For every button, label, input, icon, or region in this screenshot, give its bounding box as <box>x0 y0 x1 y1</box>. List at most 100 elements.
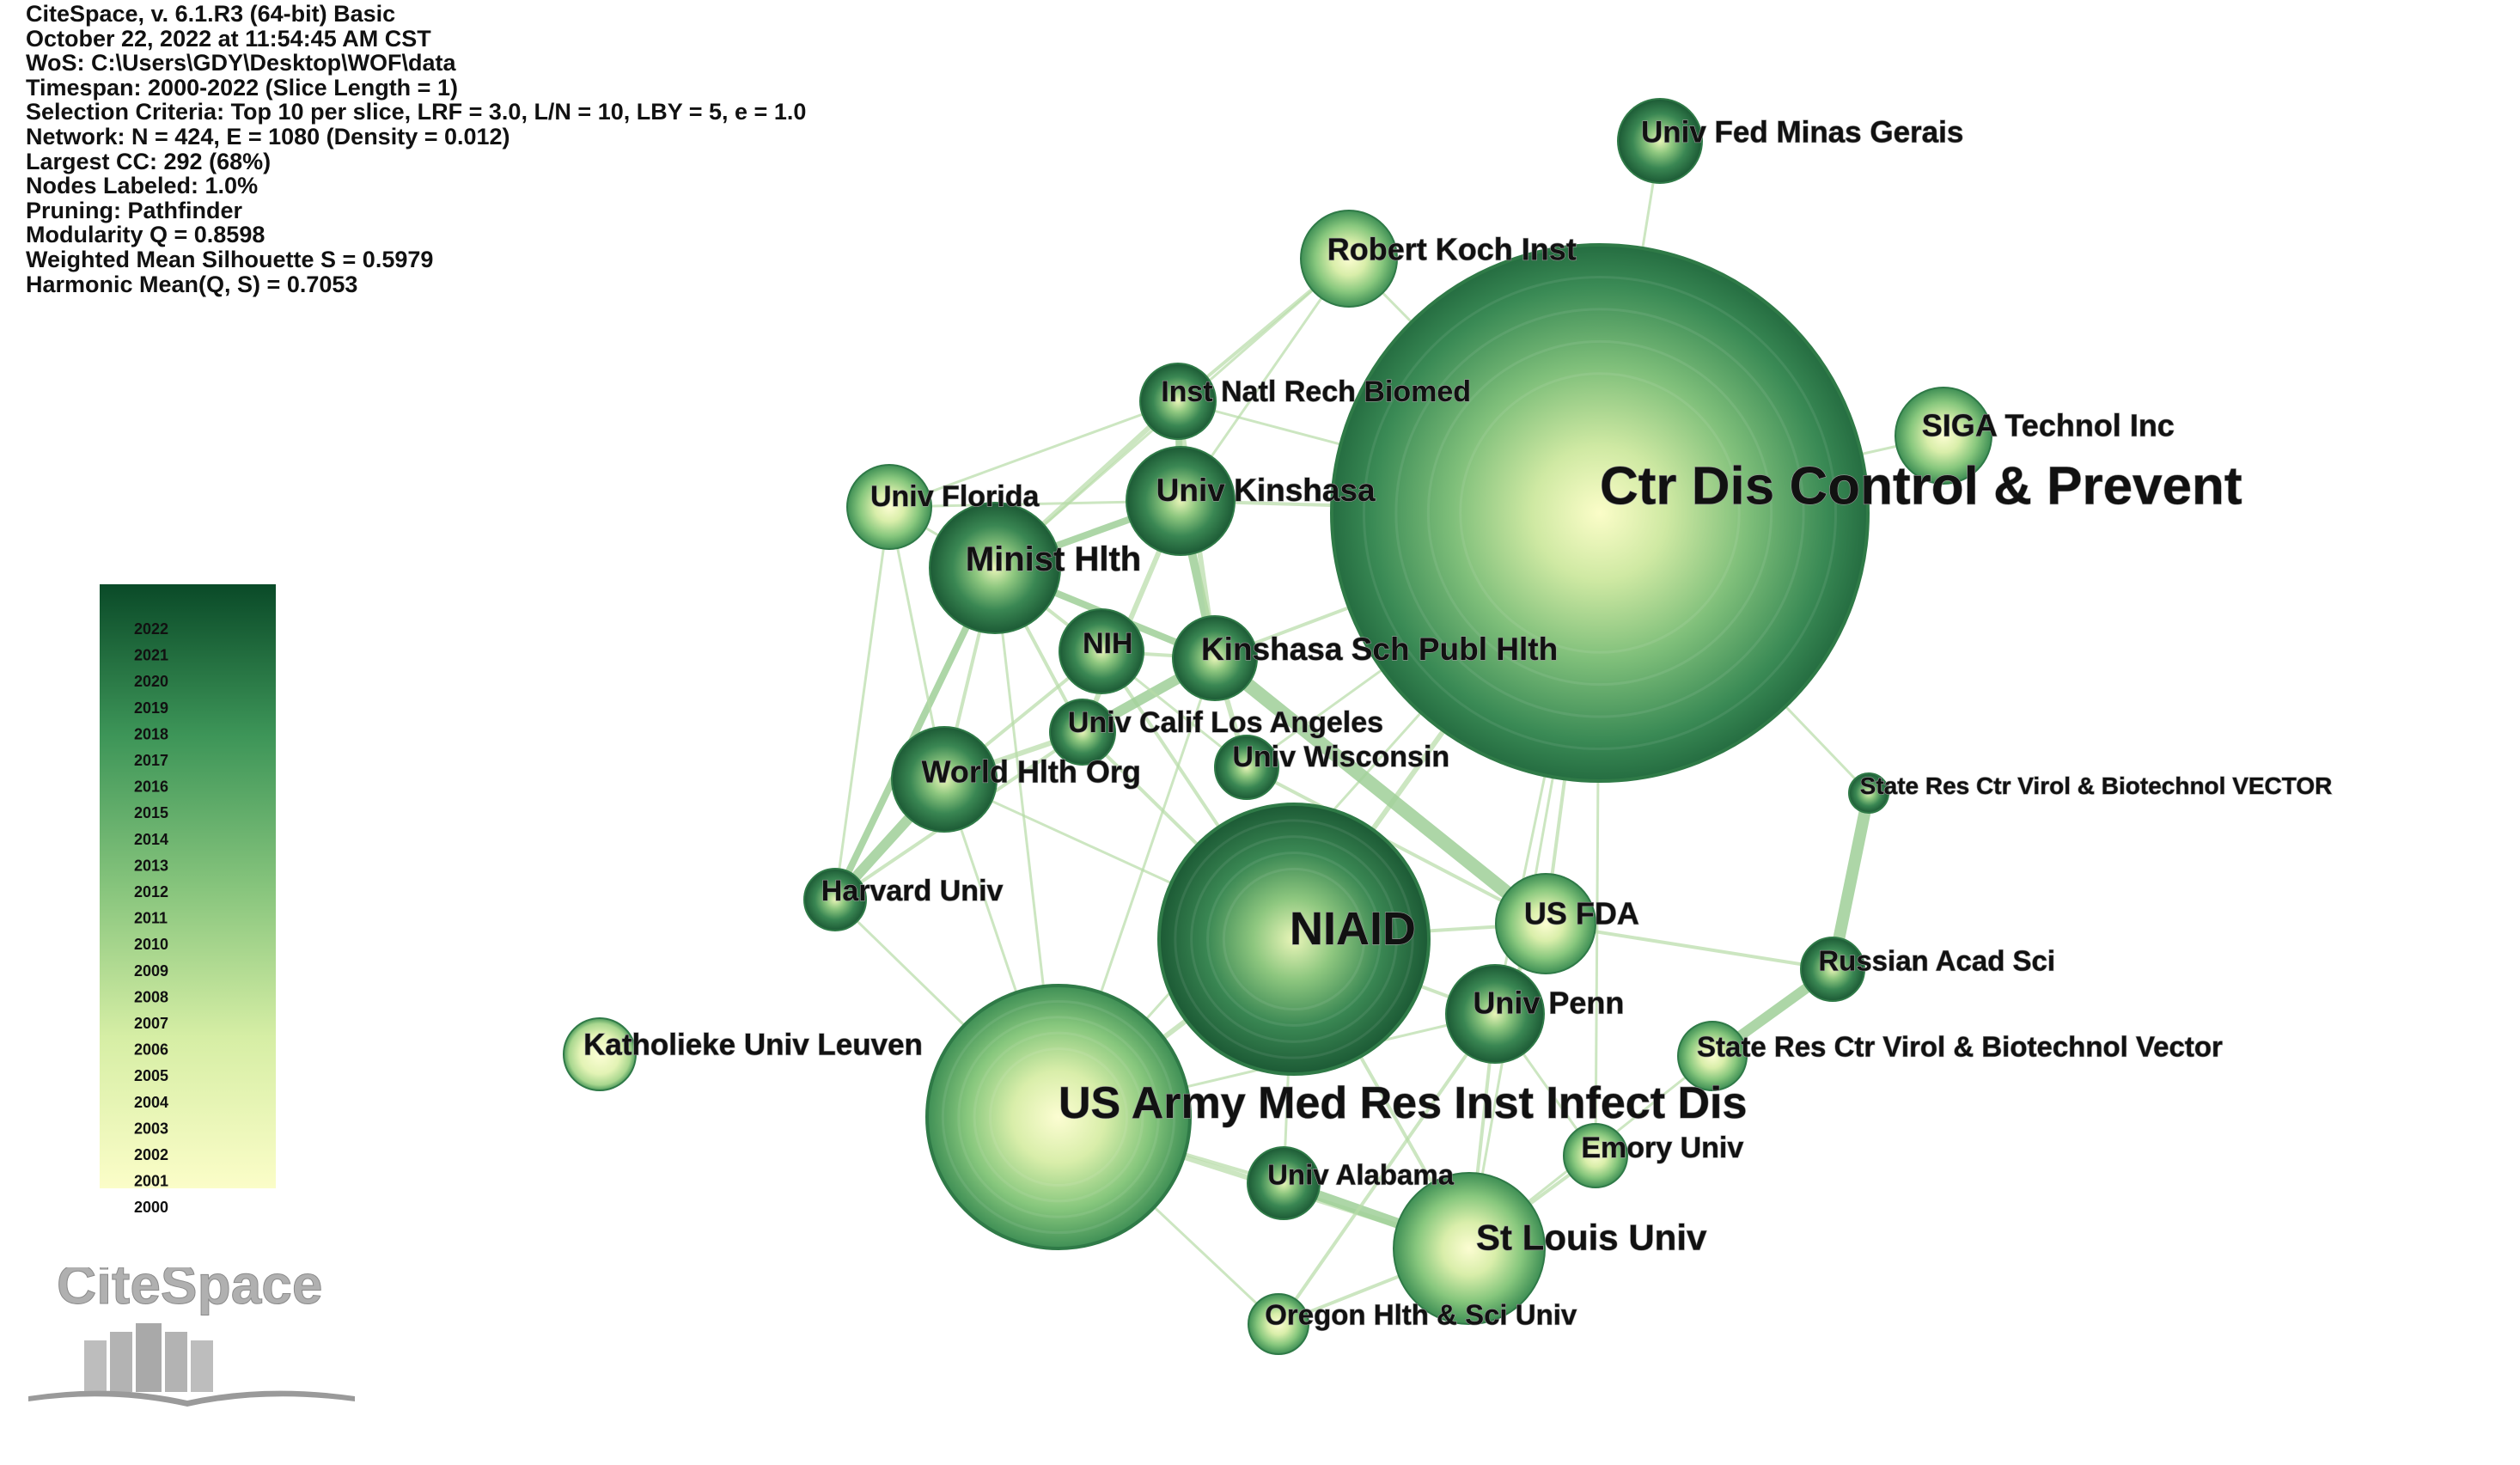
node-label-fda: US FDA <box>1524 896 1639 931</box>
year-color-legend: 2022202120202019201820172016201520142013… <box>100 584 276 1216</box>
node-ring <box>1362 275 1838 751</box>
legend-year-label: 2008 <box>134 988 168 1005</box>
node-vector_cap[interactable] <box>1848 772 1889 814</box>
node-who[interactable] <box>891 726 998 833</box>
node-ring <box>957 1016 1160 1218</box>
node-label-kinshasa: Univ Kinshasa <box>1156 473 1376 508</box>
node-label-ras: Russian Acad Sci <box>1818 945 2055 977</box>
node-rki[interactable] <box>1300 210 1398 308</box>
legend-year-label: 2009 <box>134 962 168 980</box>
node-label-siga: SIGA Technol Inc <box>1922 408 2175 443</box>
node-ring <box>1206 852 1382 1027</box>
node-penn[interactable] <box>1445 964 1545 1064</box>
node-ring <box>941 999 1176 1235</box>
legend-year-label: 2005 <box>134 1067 168 1084</box>
node-ring <box>988 1047 1129 1187</box>
node-label-usamriid: US Army Med Res Inst Infect Dis <box>1059 1078 1747 1128</box>
node-ucla[interactable] <box>1049 699 1116 766</box>
node-nih[interactable] <box>1059 608 1144 694</box>
node-siga[interactable] <box>1895 387 1992 485</box>
info-line: Harmonic Mean(Q, S) = 0.7053 <box>26 271 358 297</box>
node-cdc[interactable] <box>1330 243 1870 783</box>
node-label-florida: Univ Florida <box>870 480 1040 513</box>
node-ring <box>1394 308 1805 718</box>
node-label-niaid: NIAID <box>1290 903 1416 955</box>
legend-year-label: 2019 <box>134 699 168 717</box>
node-niaid[interactable] <box>1157 803 1431 1076</box>
legend-year-label: 2014 <box>134 831 168 848</box>
node-label-ucla: Univ Calif Los Angeles <box>1068 706 1383 739</box>
network-nodes <box>563 98 1992 1355</box>
legend-year-label: 2018 <box>134 725 168 742</box>
info-line: Timespan: 2000-2022 (Slice Length = 1) <box>26 74 458 101</box>
node-ring <box>973 1031 1144 1203</box>
node-label-inrb: Inst Natl Rech Biomed <box>1161 375 1471 408</box>
legend-year-label: 2006 <box>134 1041 168 1059</box>
node-slu[interactable] <box>1393 1172 1546 1325</box>
info-line: WoS: C:\Users\GDY\Desktop\WOF\data <box>26 50 456 76</box>
node-emory[interactable] <box>1563 1123 1628 1188</box>
node-label-wisc: Univ Wisconsin <box>1232 741 1449 773</box>
legend-year-label: 2007 <box>134 1015 168 1032</box>
node-label-harvard: Harvard Univ <box>821 875 1004 907</box>
collaboration-edge <box>1277 1012 1497 1326</box>
node-label-penn: Univ Penn <box>1473 986 1624 1021</box>
node-label-ohsu: Oregon Hlth & Sci Univ <box>1265 1299 1577 1331</box>
collaboration-edge <box>833 506 891 900</box>
node-label-vector: State Res Ctr Virol & Biotechnol Vector <box>1697 1031 2223 1063</box>
info-line: October 22, 2022 at 11:54:45 AM CST <box>26 25 431 52</box>
legend-year-label: 2003 <box>134 1120 168 1137</box>
node-label-cdc: Ctr Dis Control & Prevent <box>1600 457 2242 516</box>
node-ring <box>1222 867 1366 1011</box>
node-alabama[interactable] <box>1247 1146 1321 1220</box>
legend-year-label: 2000 <box>134 1199 168 1216</box>
node-ring <box>1459 372 1741 654</box>
info-line: Largest CC: 292 (68%) <box>26 148 272 174</box>
node-ring <box>1426 339 1773 687</box>
legend-color-bar <box>100 584 276 1188</box>
info-line: Nodes Labeled: 1.0% <box>26 173 259 199</box>
legend-year-label: 2017 <box>134 752 168 769</box>
node-minas[interactable] <box>1617 98 1703 184</box>
node-label-leuven: Katholieke Univ Leuven <box>583 1028 923 1061</box>
legend-year-label: 2015 <box>134 804 168 821</box>
node-usamriid[interactable] <box>925 984 1192 1250</box>
legend-year-label: 2004 <box>134 1094 168 1111</box>
legend-year-label: 2011 <box>134 910 168 927</box>
node-ras[interactable] <box>1800 937 1865 1002</box>
node-inrb[interactable] <box>1139 363 1217 440</box>
legend-year-label: 2001 <box>134 1173 168 1190</box>
node-ring <box>1174 819 1414 1059</box>
node-label-alabama: Univ Alabama <box>1267 1159 1455 1191</box>
legend-year-label: 2022 <box>134 620 168 638</box>
node-harvard[interactable] <box>803 868 867 931</box>
info-line: Pruning: Pathfinder <box>26 197 242 223</box>
node-wisc[interactable] <box>1214 735 1279 800</box>
legend-year-label: 2010 <box>134 936 168 953</box>
info-line: Network: N = 424, E = 1080 (Density = 0.… <box>26 123 510 150</box>
legend-year-label: 2021 <box>134 647 168 664</box>
node-kinshasa[interactable] <box>1126 446 1236 556</box>
node-label-ksph: Kinshasa Sch Publ Hlth <box>1201 632 1558 667</box>
node-minist[interactable] <box>929 502 1061 634</box>
citespace-logo: CiteSpace <box>28 1267 355 1407</box>
node-label-minist: Minist Hlth <box>966 540 1141 578</box>
collaboration-edge <box>1246 766 1547 925</box>
node-fda[interactable] <box>1495 873 1596 974</box>
node-ohsu[interactable] <box>1248 1293 1309 1355</box>
node-leuven[interactable] <box>563 1017 637 1091</box>
node-label-emory: Emory Univ <box>1581 1132 1743 1164</box>
node-label-who: World Hlth Org <box>922 754 1141 790</box>
node-vector[interactable] <box>1677 1021 1748 1091</box>
info-line: CiteSpace, v. 6.1.R3 (64-bit) Basic <box>26 1 396 27</box>
logo-wordmark: CiteSpace <box>57 1267 322 1315</box>
node-label-rki: Robert Koch Inst <box>1327 232 1577 267</box>
node-florida[interactable] <box>846 464 932 550</box>
node-ksph[interactable] <box>1172 615 1258 701</box>
legend-year-label: 2002 <box>134 1146 168 1163</box>
node-label-nih: NIH <box>1083 627 1133 660</box>
info-line: Weighted Mean Silhouette S = 0.5979 <box>26 246 434 272</box>
